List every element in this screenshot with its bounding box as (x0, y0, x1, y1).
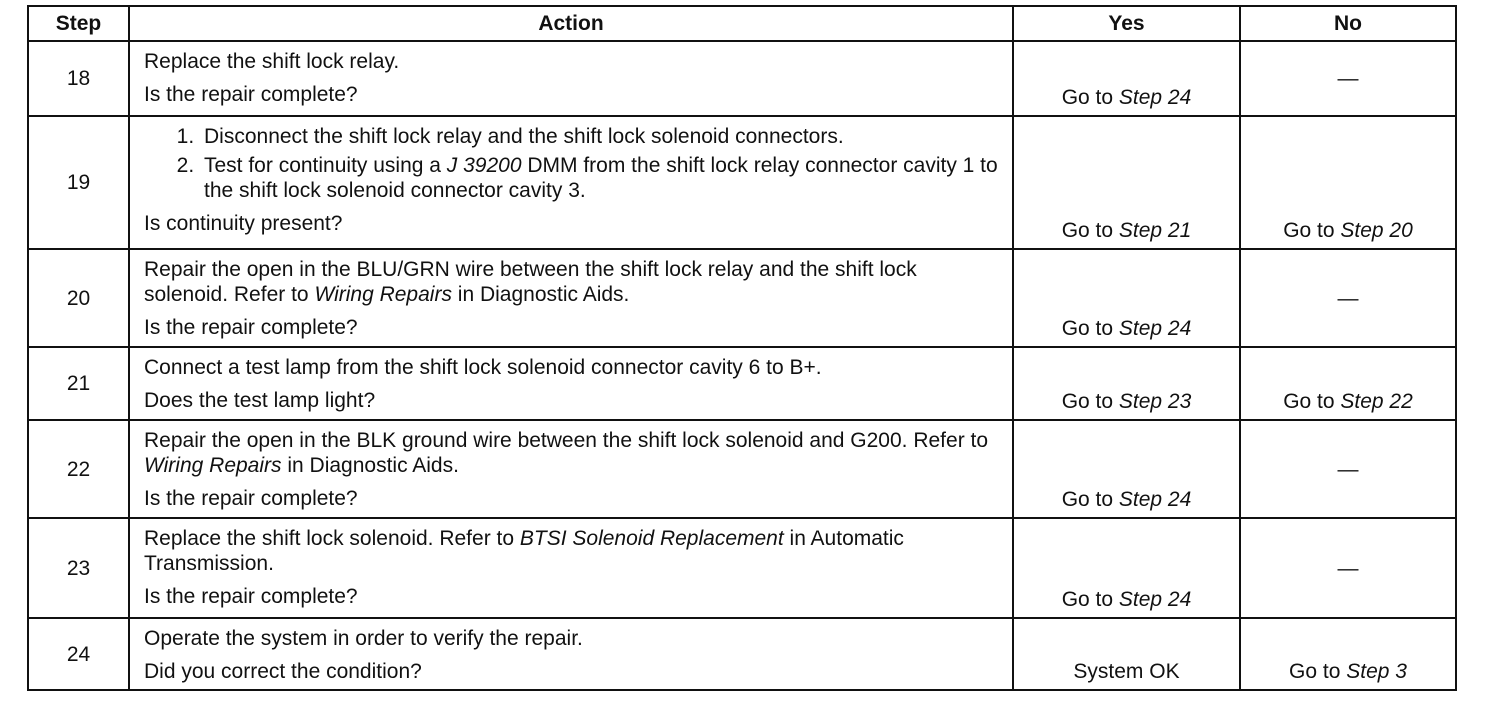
action-text: Replace the shift lock relay. (144, 50, 400, 73)
yes-step-ref: Step 21 (1118, 219, 1192, 242)
no-prefix: Go to (1289, 660, 1347, 683)
table-row: 21 Connect a test lamp from the shift lo… (27, 346, 1457, 421)
no-dash: — (1337, 556, 1359, 580)
action-text: Operate the system in order to verify th… (144, 627, 583, 650)
table-row: 20 Repair the open in the BLU/GRN wire b… (27, 248, 1457, 348)
yes-cell: Go to Step 23 (1012, 346, 1241, 421)
no-cell: — (1239, 40, 1457, 117)
no-prefix: Go to (1283, 219, 1341, 242)
reference-link: Wiring Repairs (144, 454, 282, 477)
yes-cell: Go to Step 24 (1012, 40, 1241, 117)
yes-prefix: Go to (1061, 588, 1119, 611)
yes-step-ref: Step 24 (1118, 588, 1192, 611)
header-no: No (1239, 5, 1457, 42)
procedure-item: Disconnect the shift lock relay and the … (200, 124, 1004, 149)
table-row: 22 Repair the open in the BLK ground wir… (27, 419, 1457, 519)
header-yes: Yes (1012, 5, 1241, 42)
action-cell: Repair the open in the BLK ground wire b… (128, 419, 1014, 519)
procedure-list: Disconnect the shift lock relay and the … (144, 124, 1004, 203)
no-dash: — (1337, 457, 1359, 481)
yes-cell: Go to Step 24 (1012, 248, 1241, 348)
yes-prefix: Go to (1061, 86, 1119, 109)
yes-prefix: Go to (1061, 317, 1119, 340)
no-step-ref: Step 20 (1340, 219, 1413, 242)
procedure-item: Test for continuity using a J 39200 DMM … (200, 153, 1004, 203)
action-text: Repair the open in the BLK ground wire b… (144, 429, 989, 477)
table-row: 23 Replace the shift lock solenoid. Refe… (27, 517, 1457, 619)
step-number: 22 (27, 419, 130, 519)
yes-cell: Go to Step 24 (1012, 517, 1241, 619)
no-dash: — (1337, 67, 1359, 90)
no-prefix: Go to (1283, 390, 1341, 413)
yes-step-ref: Step 24 (1118, 86, 1192, 109)
yes-cell: Go to Step 24 (1012, 419, 1241, 519)
action-cell: Replace the shift lock relay. Is the rep… (128, 40, 1014, 117)
step-number: 23 (27, 517, 130, 619)
step-number: 18 (27, 40, 130, 117)
step-number: 24 (27, 617, 130, 691)
yes-cell: System OK (1012, 617, 1241, 691)
reference-link: Wiring Repairs (314, 283, 452, 306)
tool-ref: J 39200 (446, 154, 522, 177)
yes-cell: Go to Step 21 (1012, 115, 1241, 250)
action-text: Connect a test lamp from the shift lock … (144, 356, 822, 379)
action-cell: Operate the system in order to verify th… (128, 617, 1014, 691)
action-question: Is the repair complete? (144, 585, 358, 608)
no-cell: Go to Step 22 (1239, 346, 1457, 421)
action-question: Is the repair complete? (144, 83, 358, 106)
action-text: Repair the open in the BLU/GRN wire betw… (144, 258, 917, 306)
header-action: Action (128, 5, 1014, 42)
step-number: 20 (27, 248, 130, 348)
action-text: Replace the shift lock solenoid. Refer t… (144, 527, 904, 575)
action-question: Is the repair complete? (144, 316, 358, 339)
diagnostic-table: Step Action Yes No 18 Replace the shift … (27, 5, 1457, 691)
no-cell: — (1239, 248, 1457, 348)
yes-prefix: Go to (1061, 488, 1119, 511)
table-row: 18 Replace the shift lock relay. Is the … (27, 40, 1457, 117)
action-cell: Replace the shift lock solenoid. Refer t… (128, 517, 1014, 619)
no-cell: Go to Step 20 (1239, 115, 1457, 250)
no-cell: — (1239, 419, 1457, 519)
action-question: Is continuity present? (144, 212, 343, 235)
action-question: Did you correct the condition? (144, 660, 422, 683)
yes-step-ref: Step 23 (1118, 390, 1192, 413)
yes-step-ref: Step 24 (1118, 488, 1192, 511)
no-dash: — (1337, 286, 1359, 310)
action-question: Is the repair complete? (144, 487, 358, 510)
no-cell: — (1239, 517, 1457, 619)
yes-result: System OK (1073, 660, 1180, 683)
action-cell: Connect a test lamp from the shift lock … (128, 346, 1014, 421)
yes-prefix: Go to (1061, 219, 1119, 242)
table-row: 24 Operate the system in order to verify… (27, 617, 1457, 691)
step-number: 21 (27, 346, 130, 421)
header-step: Step (27, 5, 130, 42)
no-step-ref: Step 3 (1346, 660, 1407, 683)
action-cell: Disconnect the shift lock relay and the … (128, 115, 1014, 250)
table-row: 19 Disconnect the shift lock relay and t… (27, 115, 1457, 250)
yes-step-ref: Step 24 (1118, 317, 1192, 340)
step-number: 19 (27, 115, 130, 250)
action-cell: Repair the open in the BLU/GRN wire betw… (128, 248, 1014, 348)
yes-prefix: Go to (1061, 390, 1119, 413)
no-step-ref: Step 22 (1340, 390, 1413, 413)
action-question: Does the test lamp light? (144, 389, 376, 412)
no-cell: Go to Step 3 (1239, 617, 1457, 691)
header-row: Step Action Yes No (27, 5, 1457, 42)
reference-link: BTSI Solenoid Replacement (519, 527, 784, 550)
